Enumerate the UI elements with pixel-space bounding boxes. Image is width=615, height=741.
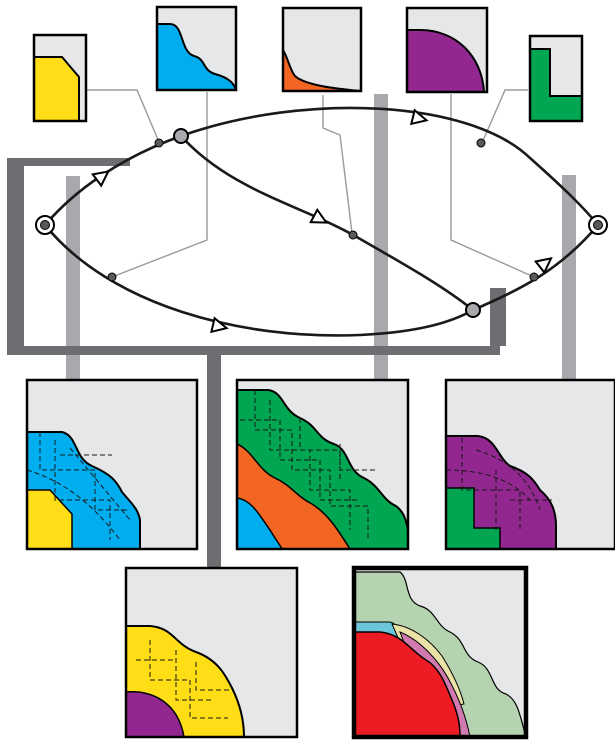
arrow-head-icon [210,316,229,334]
large-panel-yellow-cyan [25,378,199,551]
large-panel-red-final [351,565,529,740]
large-panel-yellow-purple [124,566,299,739]
junction-node-icon [173,128,189,144]
path-lower-arc [43,224,474,337]
junction-node-icon [465,302,481,318]
junction-node-icon [107,272,117,282]
arrow-head-icon [91,170,110,188]
connector-cyan [111,92,208,278]
path-upper-left [44,134,182,226]
support-pillar-center [374,94,388,382]
terminal-nodes [35,215,608,235]
terminal-node-icon [588,215,608,235]
red-region [353,631,461,738]
terminal-node-icon [35,215,55,235]
path-lower-right [472,224,599,312]
dashed-overlay [26,432,131,541]
connector-purple [450,94,535,278]
large-panel-orange-cyan-green [235,378,410,551]
dashed-overlay [136,640,232,719]
dashed-overlay [445,438,552,530]
arrow-head-icon [409,108,429,126]
support-pillar-right [562,175,576,382]
junction-node-icon [476,138,486,148]
arrow-head-icon [309,207,329,224]
dashed-overlay [240,390,378,540]
connector-yellow [86,89,160,143]
support-pillar-left [66,176,80,382]
small-panel-green [528,34,584,123]
arrow-head-icon [533,257,553,275]
small-panel-cyan [155,5,238,92]
small-panel-yellow [32,33,88,123]
large-panel-purple-green [444,378,615,551]
small-panel-orange [281,6,363,93]
small-panel-purple [405,6,489,94]
connector-green [481,89,528,144]
connector-orange [322,95,353,234]
connector-lines [86,89,535,278]
junction-node-icon [348,230,358,240]
arrow-heads [91,108,553,334]
junction-nodes [107,128,539,318]
cyan-region [156,23,238,91]
junction-node-icon [529,272,539,282]
path-upper-arc [180,106,600,226]
junction-node-icon [154,138,164,148]
